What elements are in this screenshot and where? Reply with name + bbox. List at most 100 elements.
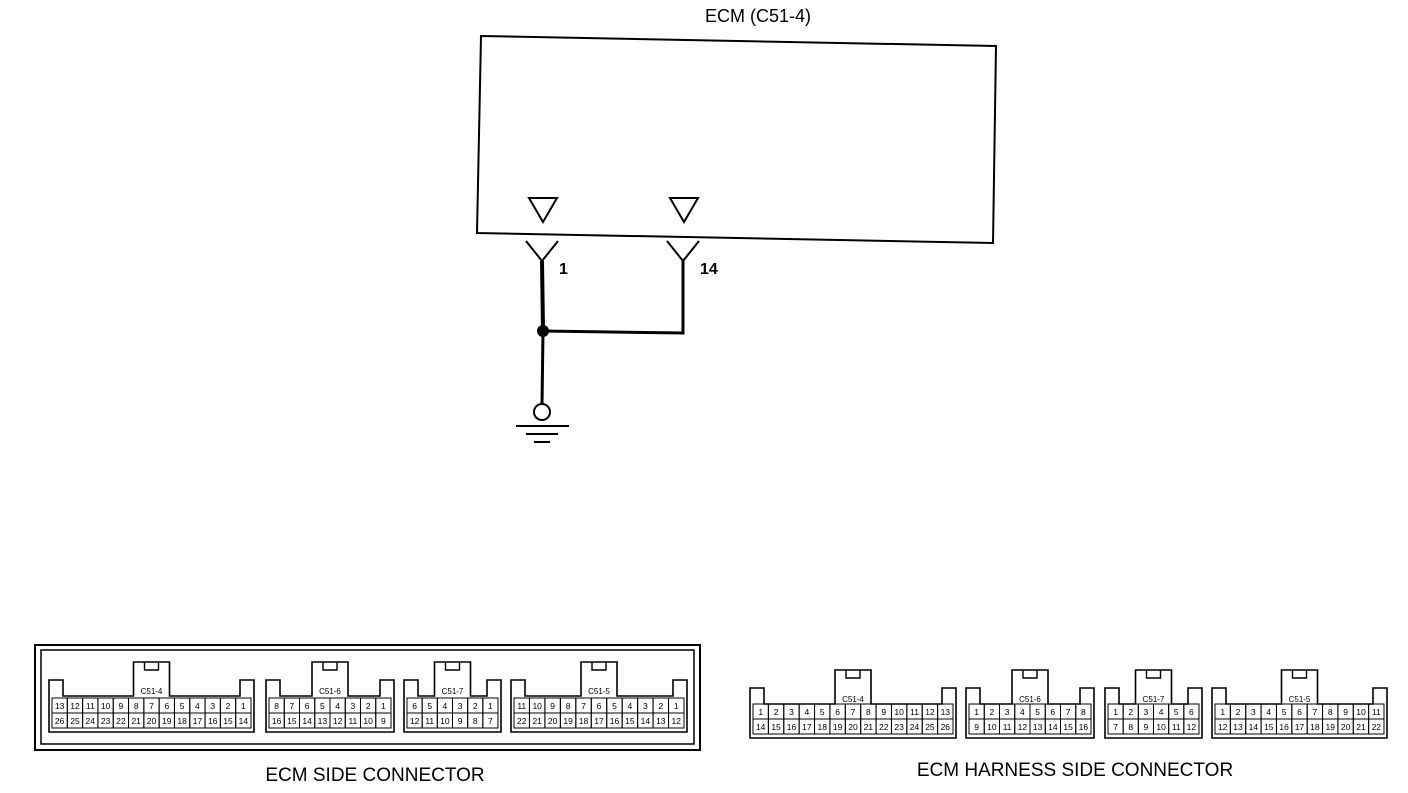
- pin-number: 24: [910, 722, 920, 732]
- pin-number: 7: [1113, 722, 1118, 732]
- pin-number: 12: [672, 716, 682, 726]
- pin-cell: 9: [544, 697, 561, 714]
- pin-cell: 7: [844, 703, 862, 720]
- pin-number: 3: [1251, 707, 1256, 717]
- pin-number: 22: [1372, 722, 1382, 732]
- pin-number: 8: [566, 701, 571, 711]
- pin-cell: 1: [235, 697, 252, 714]
- pin-number: 16: [1079, 722, 1089, 732]
- pin-number: 2: [1128, 707, 1133, 717]
- pin-number: 4: [195, 701, 200, 711]
- ecm-box: [475, 34, 998, 245]
- pin-number: 7: [1312, 707, 1317, 717]
- pin-cell: 8: [1075, 703, 1092, 720]
- connector-id: C51-7: [442, 687, 464, 696]
- pin-number: 7: [581, 701, 586, 711]
- pin-cell: 25: [921, 718, 939, 735]
- pin-cell: 1: [1107, 703, 1124, 720]
- pin-number: 11: [425, 716, 434, 726]
- pin-cell: 26: [51, 712, 68, 729]
- pin-cell: 8: [860, 703, 877, 720]
- pin-cell: 12: [668, 712, 685, 729]
- pin-number: 13: [656, 716, 666, 726]
- pin-cell: 16: [1075, 718, 1092, 735]
- pin-cell: 19: [1322, 718, 1339, 735]
- pin-number: 10: [101, 701, 111, 711]
- pin-number: 8: [1328, 707, 1333, 717]
- pin-number: 9: [1144, 722, 1149, 732]
- pin-cell: 9: [375, 712, 392, 729]
- pin-cell: 21: [1352, 718, 1370, 735]
- pin-number: 6: [1297, 707, 1302, 717]
- pin-cell: 6: [1044, 703, 1061, 720]
- pin-cell: 8: [467, 712, 484, 729]
- pin-number: 11: [1172, 722, 1181, 732]
- pin-cell: 10: [983, 718, 1000, 735]
- pin-number: 6: [305, 701, 310, 711]
- pin-number: 1: [488, 701, 493, 711]
- pin-number: 3: [1144, 707, 1149, 717]
- pin-cell: 24: [906, 718, 923, 735]
- pin-number: 9: [881, 707, 886, 717]
- pin-number: 18: [579, 716, 589, 726]
- pin-1-connector-icon: [525, 240, 559, 263]
- pin-number: 11: [348, 716, 357, 726]
- connector-housing: [403, 661, 502, 733]
- pin-cell: 3: [783, 703, 800, 720]
- pin-cell: 13: [1229, 718, 1247, 735]
- connector-key-icon: [322, 662, 338, 671]
- pin-cell: 15: [1060, 718, 1077, 735]
- pin-number: 15: [1063, 722, 1073, 732]
- ground-icon: [516, 403, 569, 443]
- connector-key-icon: [444, 662, 461, 671]
- pin-number: 7: [488, 716, 493, 726]
- pin-number: 9: [974, 722, 979, 732]
- pin-cell: 9: [1137, 718, 1155, 735]
- pin-cell: 20: [844, 718, 862, 735]
- pin-number: 22: [879, 722, 889, 732]
- pin-cell: 2: [1122, 703, 1139, 720]
- ecm-side-caption: ECM SIDE CONNECTOR: [265, 765, 484, 786]
- pin-14-connector-icon: [666, 240, 700, 263]
- pin-cell: 6: [406, 697, 423, 714]
- pin-cell: 12: [1014, 718, 1031, 735]
- pin-1-label: 1: [559, 261, 568, 278]
- pin-cell: 7: [575, 697, 592, 714]
- pin-number: 12: [1218, 722, 1228, 732]
- pin-cell: 15: [283, 712, 300, 729]
- pin-cell: 15: [219, 712, 237, 729]
- pin-cell: 12: [66, 697, 84, 714]
- pin-cell: 20: [143, 712, 160, 729]
- connector-key-icon: [1291, 670, 1308, 679]
- pin-cell: 8: [559, 697, 577, 714]
- pin-cell: 9: [875, 703, 892, 720]
- pin-cell: 12: [329, 712, 346, 729]
- pin-number: 1: [1220, 707, 1225, 717]
- pin-cell: 14: [1044, 718, 1061, 735]
- pin-number: 23: [101, 716, 111, 726]
- pin-number: 20: [848, 722, 858, 732]
- pin-cell: 19: [559, 712, 577, 729]
- pin-cell: 10: [1352, 703, 1370, 720]
- pin-cell: 8: [128, 697, 145, 714]
- pin-number: 6: [597, 701, 602, 711]
- pin-number: 17: [1295, 722, 1305, 732]
- pin-cell: 5: [421, 697, 438, 714]
- pin-number: 2: [774, 707, 779, 717]
- pin-cell: 10: [890, 703, 908, 720]
- pin-number: 9: [550, 701, 555, 711]
- pin-number: 1: [1113, 707, 1118, 717]
- connector-id: C51-5: [1289, 695, 1311, 704]
- pin-number: 13: [318, 716, 328, 726]
- pin-number: 8: [134, 701, 139, 711]
- pin-number: 7: [290, 701, 295, 711]
- pin-number: 18: [1310, 722, 1320, 732]
- pin-cell: 5: [814, 703, 831, 720]
- pin-number: 9: [1343, 707, 1348, 717]
- pin-cell: 3: [1245, 703, 1262, 720]
- pin-cell: 4: [189, 697, 206, 714]
